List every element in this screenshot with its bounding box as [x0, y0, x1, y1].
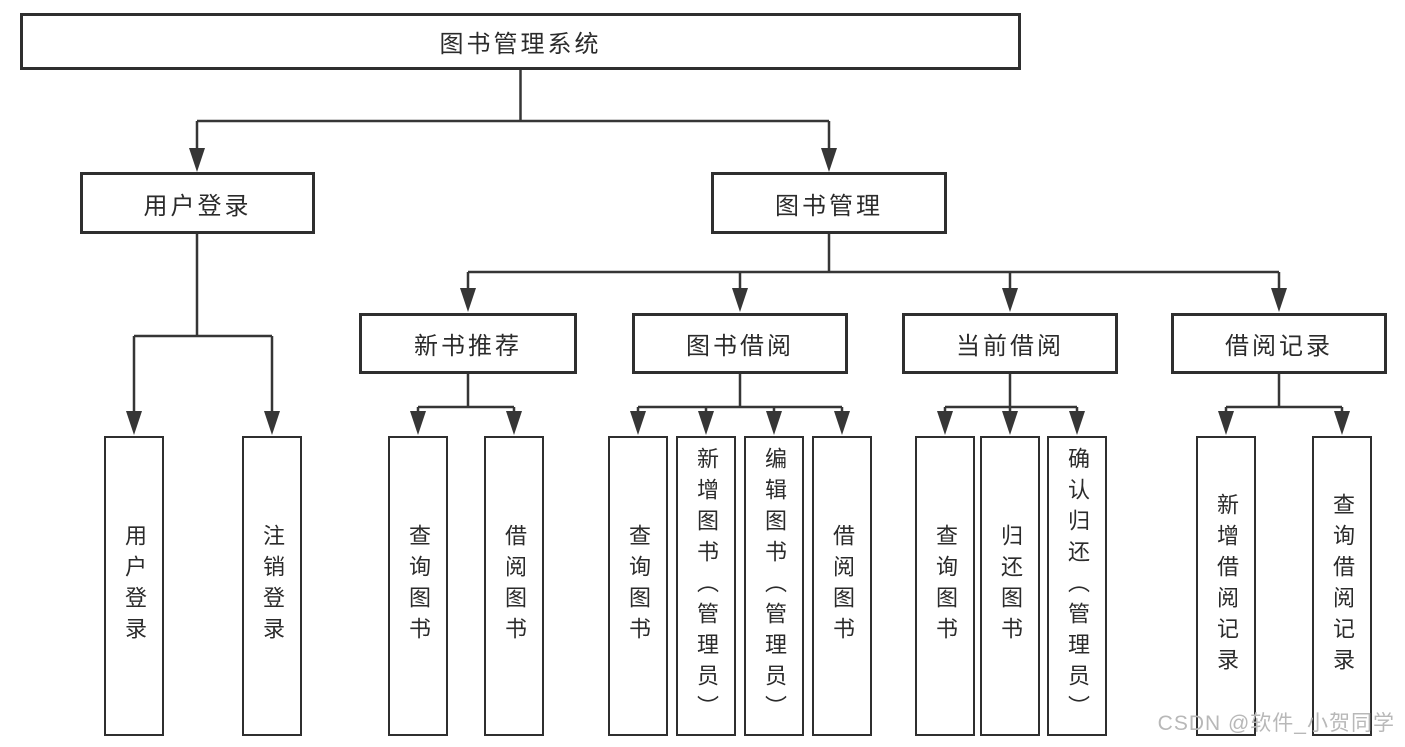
leaf-logout-login: 注销登录 [242, 436, 302, 736]
node-new-book-recommend: 新书推荐 [359, 313, 577, 374]
node-library-management-system: 图书管理系统 [20, 13, 1021, 70]
leaf-user-login: 用户登录 [104, 436, 164, 736]
leaf-add-books-admin: 新增图书（管理员） [676, 436, 736, 736]
leaf-query-borrow-record: 查询借阅记录 [1312, 436, 1372, 736]
leaf-query-books-borrow: 查询图书 [608, 436, 668, 736]
node-book-management: 图书管理 [711, 172, 947, 234]
csdn-watermark: CSDN @软件_小贺同学 [1157, 712, 1395, 735]
node-current-borrow: 当前借阅 [902, 313, 1118, 374]
leaf-add-borrow-record: 新增借阅记录 [1196, 436, 1256, 736]
leaf-borrow-books: 借阅图书 [812, 436, 872, 736]
leaf-query-books-recommend: 查询图书 [388, 436, 448, 736]
leaf-borrow-books-recommend: 借阅图书 [484, 436, 544, 736]
arrowheads [126, 148, 1350, 435]
leaf-confirm-return-admin: 确认归还（管理员） [1047, 436, 1107, 736]
node-book-borrow: 图书借阅 [632, 313, 848, 374]
leaf-edit-books-admin: 编辑图书（管理员） [744, 436, 804, 736]
node-user-login: 用户登录 [80, 172, 315, 234]
leaf-return-books: 归还图书 [980, 436, 1040, 736]
leaf-query-books-current: 查询图书 [915, 436, 975, 736]
node-borrow-record: 借阅记录 [1171, 313, 1387, 374]
